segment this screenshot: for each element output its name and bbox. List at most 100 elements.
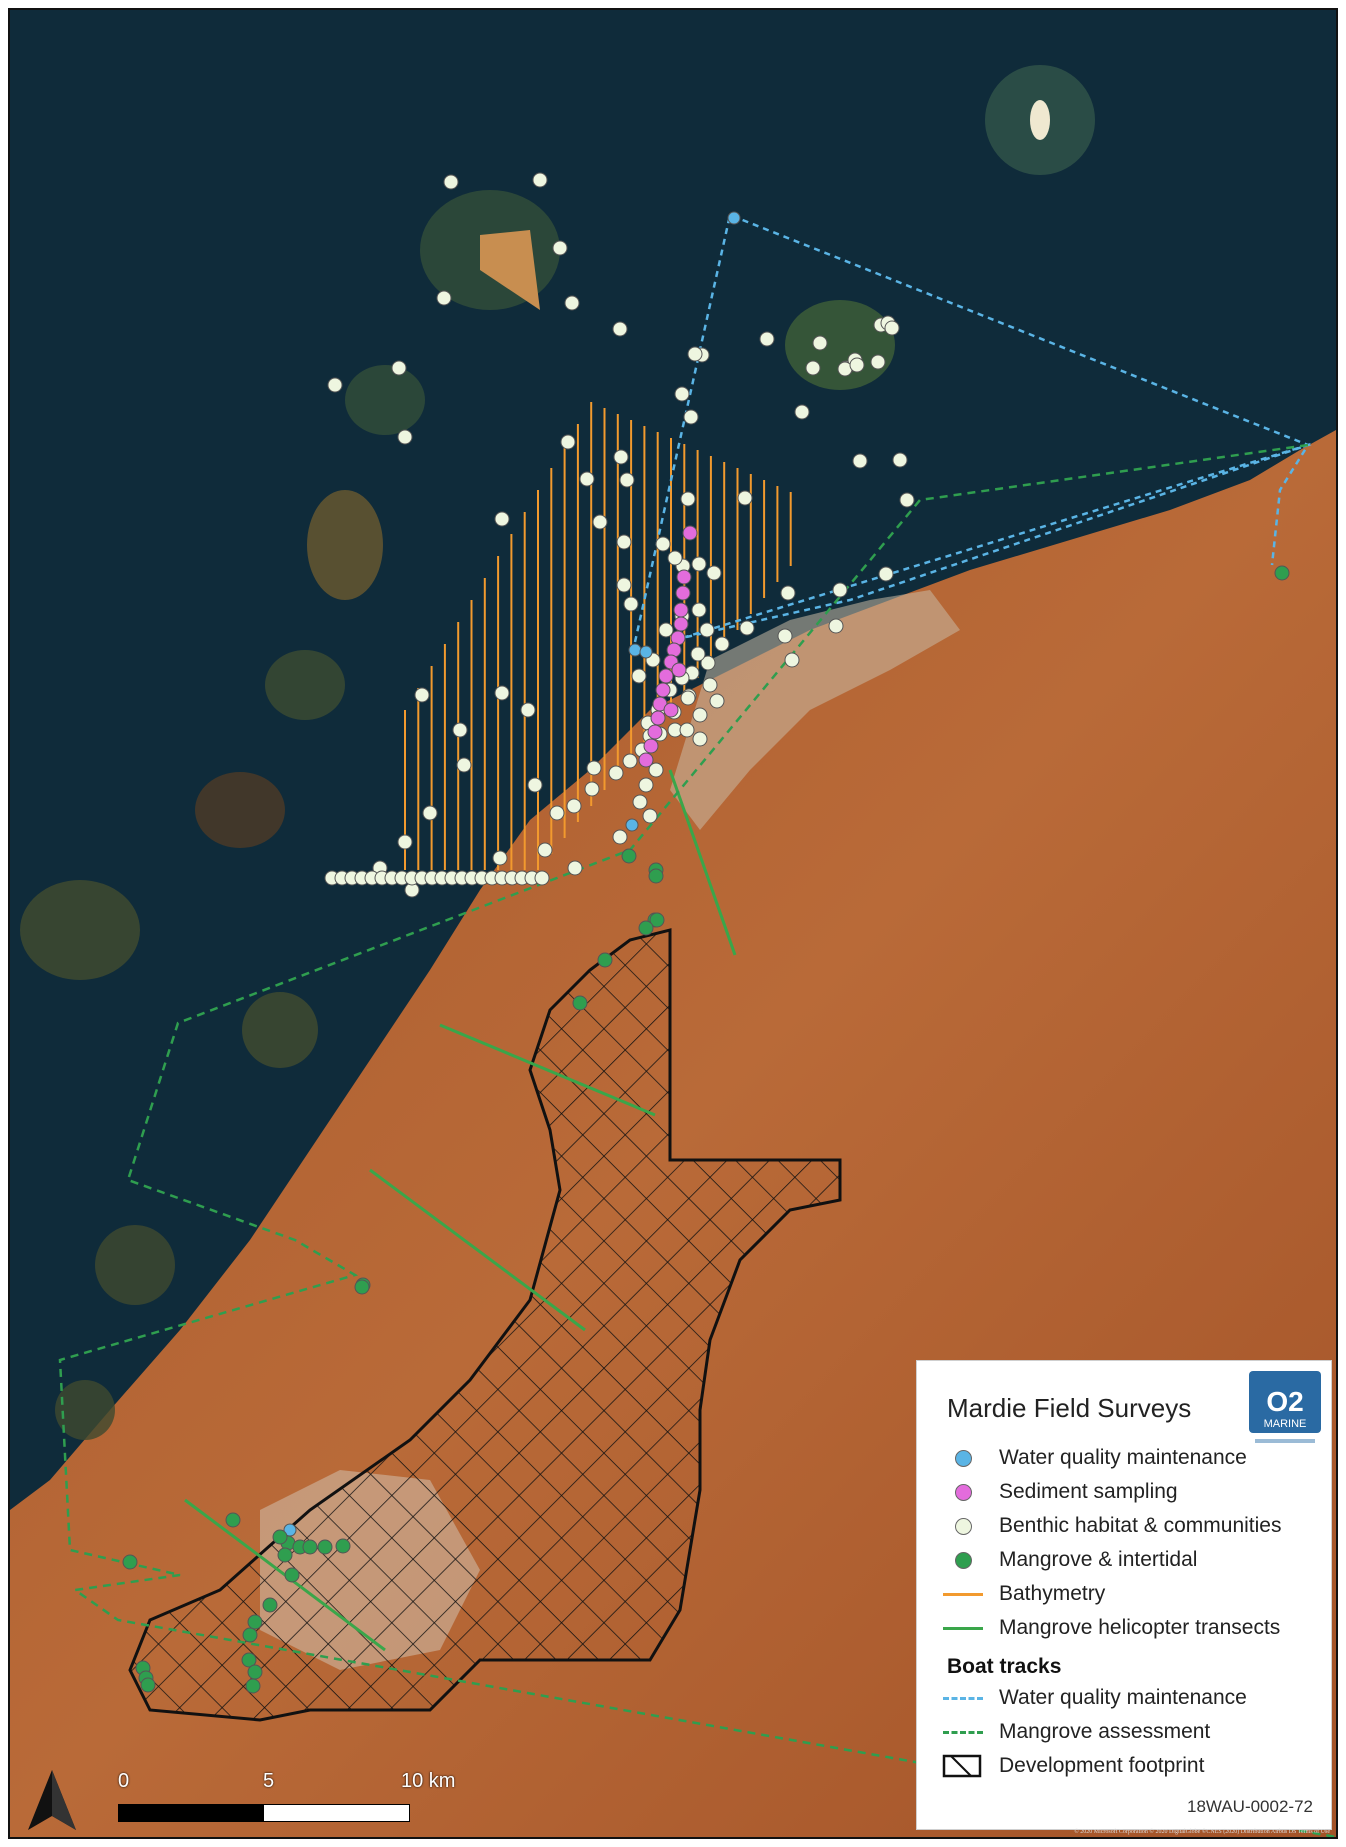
mangrove-point (122, 1554, 138, 1570)
bathymetry-line-icon (943, 1593, 983, 1596)
svg-text:MARINE: MARINE (1264, 1418, 1307, 1430)
benthic-point (391, 360, 407, 376)
sediment-point (647, 724, 663, 740)
sediment-point (673, 616, 689, 632)
scale-label-0: 0 (118, 1770, 130, 1792)
legend-boat-tracks-heading: Boat tracks (947, 1655, 1062, 1678)
benthic-point (443, 174, 459, 190)
benthic-point (532, 172, 548, 188)
mangrove-intertidal-points (122, 565, 1290, 1694)
benthic-point (564, 295, 580, 311)
document-id: 18WAU-0002-72 (1187, 1797, 1313, 1816)
mangrove-point (1274, 565, 1290, 581)
water-quality-dot-icon (955, 1450, 972, 1467)
benthic-point (436, 290, 452, 306)
benthic-point (631, 668, 647, 684)
mangrove-point (225, 1512, 241, 1528)
benthic-point (422, 805, 438, 821)
legend-item-mangrove: Mangrove & intertidal (941, 1545, 1321, 1575)
development-footprint (128, 928, 842, 1722)
mangrove-dot-icon (955, 1552, 972, 1569)
benthic-point (709, 693, 725, 709)
benthic-point (608, 765, 624, 781)
benthic-point (537, 842, 553, 858)
legend-label: Mangrove assessment (999, 1720, 1211, 1743)
benthic-point (658, 622, 674, 638)
legend-label: Mangrove & intertidal (999, 1548, 1198, 1571)
mangrove-point (597, 952, 613, 968)
benthic-point (714, 636, 730, 652)
boat-track-water-quality (633, 213, 1312, 643)
mangrove-point (649, 912, 665, 928)
benthic-point (327, 377, 343, 393)
benthic-point (674, 386, 690, 402)
scale-label-5: 5 (263, 1770, 275, 1792)
mangrove-point (648, 868, 664, 884)
benthic-point (692, 707, 708, 723)
benthic-point (494, 511, 510, 527)
benthic-point (699, 622, 715, 638)
benthic-habitat-points (324, 172, 915, 898)
scale-bar-black (118, 1804, 265, 1822)
benthic-point (623, 596, 639, 612)
mangrove-point (621, 848, 637, 864)
benthic-point (878, 566, 894, 582)
sediment-sampling-points (638, 525, 698, 768)
dashed-blue-line-icon (943, 1697, 983, 1700)
benthic-point (612, 829, 628, 845)
benthic-point (452, 722, 468, 738)
sediment-point (655, 682, 671, 698)
sediment-point (671, 662, 687, 678)
water-quality-point (628, 643, 642, 657)
mangrove-point (302, 1539, 318, 1555)
water-quality-point (639, 645, 653, 659)
benthic-point (737, 490, 753, 506)
benthic-point (584, 781, 600, 797)
sediment-dot-icon (955, 1484, 972, 1501)
o2-marine-logo: O2 MARINE (1249, 1371, 1321, 1443)
legend-label: Development footprint (999, 1754, 1205, 1777)
benthic-point (828, 618, 844, 634)
benthic-point (622, 753, 638, 769)
legend-item-benthic: Benthic habitat & communities (941, 1511, 1321, 1541)
dashed-green-line-icon (943, 1731, 983, 1734)
legend-item-boat-wq: Water quality maintenance (941, 1683, 1321, 1713)
benthic-point (692, 731, 708, 747)
benthic-point (691, 602, 707, 618)
benthic-point (642, 808, 658, 824)
legend-label: Mangrove helicopter transects (999, 1616, 1281, 1639)
mangrove-point (241, 1652, 257, 1668)
benthic-point (527, 777, 543, 793)
mangrove-point (335, 1538, 351, 1554)
legend-item-footprint: Development footprint (941, 1751, 1321, 1781)
benthic-point (560, 434, 576, 450)
water-quality-point (727, 211, 741, 225)
islands (20, 65, 1095, 1440)
mangrove-point (262, 1597, 278, 1613)
hatched-polygon-icon (942, 1754, 982, 1778)
benthic-point (397, 429, 413, 445)
benthic-point (492, 850, 508, 866)
benthic-point (679, 722, 695, 738)
sediment-point (673, 602, 689, 618)
benthic-point (648, 762, 664, 778)
legend-label: Bathymetry (999, 1582, 1106, 1605)
benthic-point (638, 777, 654, 793)
benthic-point (494, 685, 510, 701)
benthic-point (632, 794, 648, 810)
benthic-point (777, 628, 793, 644)
legend-item-transects: Mangrove helicopter transects (941, 1613, 1321, 1643)
benthic-point (805, 360, 821, 376)
benthic-point (613, 449, 629, 465)
benthic-point (700, 655, 716, 671)
map-legend: Mardie Field Surveys O2 MARINE Water qua… (916, 1360, 1332, 1830)
mangrove-point (638, 920, 654, 936)
benthic-point (520, 702, 536, 718)
mangrove-point (317, 1539, 333, 1555)
map-attribution: © 2020 Microsoft Corporation © 2020 Digi… (1074, 1829, 1330, 1835)
legend-label: Water quality maintenance (999, 1686, 1247, 1709)
benthic-point (586, 760, 602, 776)
benthic-point (552, 240, 568, 256)
transect-line-icon (943, 1627, 983, 1630)
water-quality-points (283, 211, 741, 1537)
